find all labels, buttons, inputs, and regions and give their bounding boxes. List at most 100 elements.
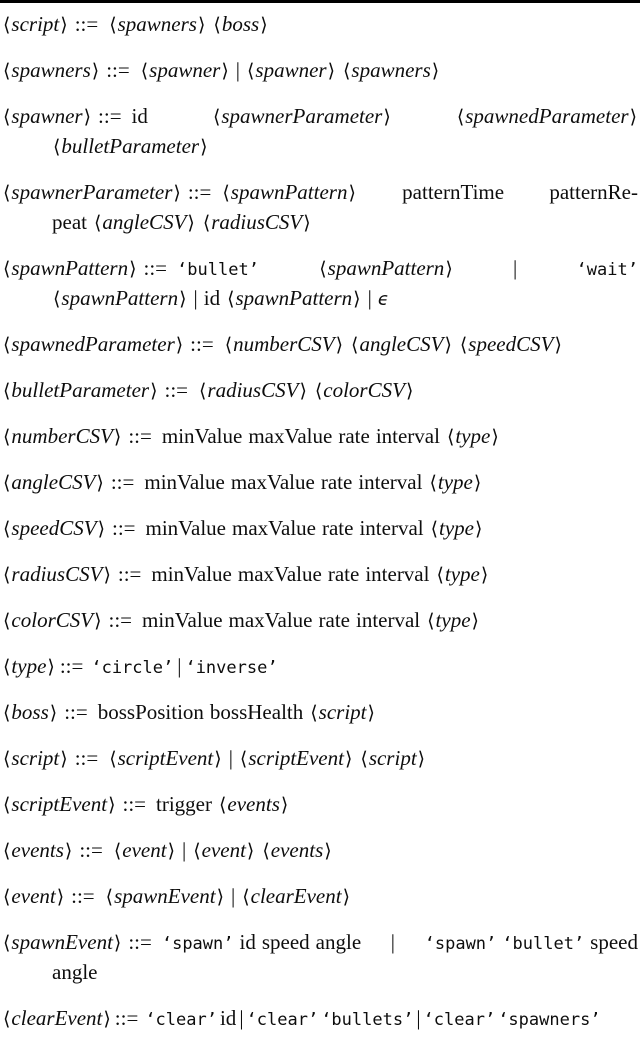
grammar-line: ⟨spawnPattern⟩|id⟨spawnPattern⟩|ϵ xyxy=(2,283,638,313)
nonterminal-name: spawnPattern xyxy=(230,180,348,204)
left-angle-bracket: ⟨ xyxy=(3,14,11,36)
terminal: ‘spawn’ xyxy=(424,934,497,954)
terminal: ‘inverse’ xyxy=(185,658,278,678)
left-angle-bracket: ⟨ xyxy=(459,334,468,356)
token-group: patternTime xyxy=(402,177,504,207)
left-angle-bracket: ⟨ xyxy=(3,380,11,402)
nonterminal: ⟨script⟩ xyxy=(359,743,426,774)
keyword: rate xyxy=(321,516,354,540)
nonterminal-name: type xyxy=(439,516,475,540)
keyword: minValue xyxy=(161,424,243,448)
nonterminal-name: spawnedParameter xyxy=(11,332,175,356)
nonterminal: ⟨clearEvent⟩ xyxy=(2,1003,112,1034)
nonterminal-name: colorCSV xyxy=(323,378,405,402)
assign-op: ::= xyxy=(128,930,152,954)
left-angle-bracket: ⟨ xyxy=(3,932,11,954)
left-angle-bracket: ⟨ xyxy=(3,472,11,494)
keyword: angle xyxy=(315,930,362,954)
alternation-bar: | xyxy=(177,654,182,678)
nonterminal-name: speedCSV xyxy=(468,332,554,356)
assign-op: ::= xyxy=(108,608,133,632)
left-angle-bracket: ⟨ xyxy=(3,794,11,816)
left-angle-bracket: ⟨ xyxy=(113,840,122,862)
left-angle-bracket: ⟨ xyxy=(3,702,11,724)
nonterminal-name: numberCSV xyxy=(11,424,113,448)
assign-op: ::= xyxy=(128,424,152,448)
left-angle-bracket: ⟨ xyxy=(53,136,61,158)
grammar-rule: ⟨spawnerParameter⟩::=⟨spawnPattern⟩patte… xyxy=(2,177,638,237)
keyword: bossHealth xyxy=(209,700,304,724)
nonterminal-name: spawnPattern xyxy=(61,286,179,310)
nonterminal-name: spawnEvent xyxy=(114,884,216,908)
nonterminal: ⟨numberCSV⟩ xyxy=(224,329,344,360)
assign-op: ::= xyxy=(117,562,142,586)
alternation-bar: | xyxy=(390,930,395,954)
keyword: speed xyxy=(261,930,310,954)
left-angle-bracket: ⟨ xyxy=(224,334,233,356)
nonterminal: ⟨angleCSV⟩ xyxy=(93,207,196,238)
right-angle-bracket: ⟩ xyxy=(299,380,307,402)
keyword: id xyxy=(219,1006,237,1030)
keyword: rate xyxy=(338,424,370,448)
token-group: ⟨event⟩::=⟨spawnEvent⟩|⟨clearEvent⟩ xyxy=(2,881,351,912)
right-angle-bracket: ⟩ xyxy=(554,334,562,356)
grammar-rule: ⟨event⟩::=⟨spawnEvent⟩|⟨clearEvent⟩ xyxy=(2,881,638,911)
grammar-line: ⟨scriptEvent⟩::=trigger⟨events⟩ xyxy=(2,789,638,819)
nonterminal-name: scriptEvent xyxy=(248,746,344,770)
nonterminal: ⟨spawnPattern⟩ xyxy=(318,253,454,284)
right-angle-bracket: ⟩ xyxy=(108,794,116,816)
grammar-line: ⟨bulletParameter⟩::=⟨radiusCSV⟩⟨colorCSV… xyxy=(2,375,638,405)
nonterminal-name: events xyxy=(11,838,64,862)
nonterminal-name: spawner xyxy=(149,58,221,82)
grammar-line: ⟨script⟩::=⟨spawners⟩⟨boss⟩ xyxy=(2,9,638,39)
nonterminal-name: scriptEvent xyxy=(117,746,214,770)
nonterminal-name: spawnPattern xyxy=(327,256,445,280)
grammar-rule: ⟨clearEvent⟩::=‘clear’id|‘clear’‘bullets… xyxy=(2,1003,638,1033)
token-group: ⟨spawnedParameter⟩::=⟨numberCSV⟩⟨angleCS… xyxy=(2,329,563,360)
right-angle-bracket: ⟩ xyxy=(431,60,440,82)
left-angle-bracket: ⟨ xyxy=(222,182,230,204)
nonterminal: ⟨event⟩ xyxy=(192,835,255,866)
grammar-rule: ⟨events⟩::=⟨event⟩|⟨event⟩⟨events⟩ xyxy=(2,835,638,865)
nonterminal: ⟨spawnEvent⟩ xyxy=(2,927,122,958)
grammar-line: ⟨spawnerParameter⟩::=⟨spawnPattern⟩patte… xyxy=(2,177,638,207)
left-angle-bracket: ⟨ xyxy=(3,106,11,128)
nonterminal: ⟨spawnedParameter⟩ xyxy=(456,101,638,132)
grammar-rule: ⟨spawnedParameter⟩::=⟨numberCSV⟩⟨angleCS… xyxy=(2,329,638,359)
nonterminal-name: spawnEvent xyxy=(11,930,113,954)
nonterminal: ⟨event⟩ xyxy=(113,835,176,866)
keyword: maxValue xyxy=(232,516,316,540)
terminal: ‘bullet’ xyxy=(177,260,259,280)
nonterminal-name: spawner xyxy=(11,104,83,128)
nonterminal-name: bulletParameter xyxy=(61,134,200,158)
left-angle-bracket: ⟨ xyxy=(3,334,11,356)
keyword: speed xyxy=(590,930,638,954)
nonterminal: ⟨radiusCSV⟩ xyxy=(202,207,312,238)
right-angle-bracket: ⟩ xyxy=(344,748,353,770)
nonterminal-name: clearEvent xyxy=(11,1006,103,1030)
token-group: ⟨spawnPattern⟩::=‘bullet’ xyxy=(2,253,259,285)
keyword: maxValue xyxy=(237,562,322,586)
token-group: ⟨spawner⟩::=id xyxy=(2,101,148,132)
token-group: ⟨script⟩::=⟨scriptEvent⟩|⟨scriptEvent⟩⟨s… xyxy=(2,743,426,774)
keyword: id xyxy=(203,286,221,310)
left-angle-bracket: ⟨ xyxy=(3,182,11,204)
nonterminal: ⟨clearEvent⟩ xyxy=(241,881,351,912)
nonterminal: ⟨events⟩ xyxy=(261,835,332,866)
nonterminal-name: spawnPattern xyxy=(235,286,353,310)
assign-op: ::= xyxy=(110,470,135,494)
right-angle-bracket: ⟩ xyxy=(179,288,187,310)
keyword: minValue xyxy=(142,608,223,632)
left-angle-bracket: ⟨ xyxy=(3,60,11,82)
left-angle-bracket: ⟨ xyxy=(242,886,250,908)
alternation-bar: | xyxy=(228,746,233,770)
